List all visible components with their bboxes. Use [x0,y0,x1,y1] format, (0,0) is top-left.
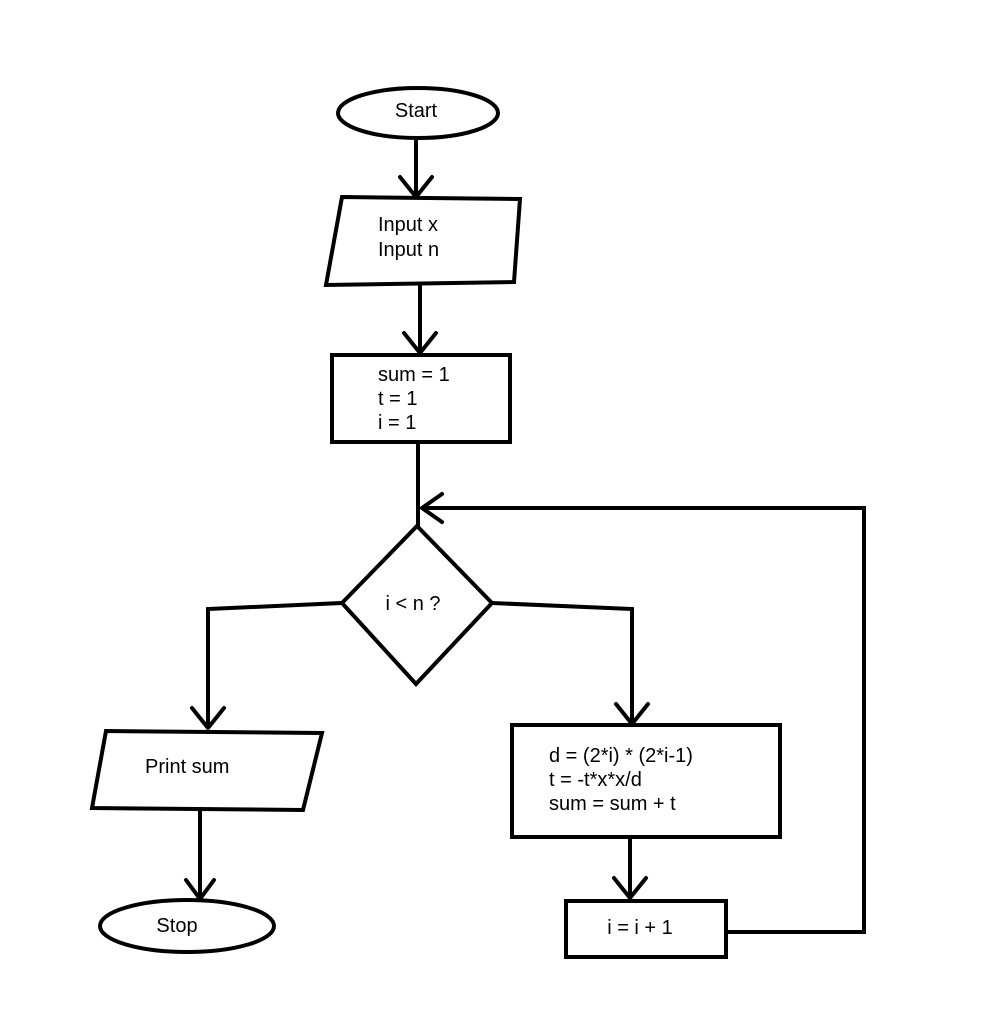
input-parallelogram [323,194,523,288]
start-oval [336,86,500,140]
init-line-t: t = 1 [378,388,417,410]
print-block: Print sum [89,728,325,813]
connector-increment-loop-back [422,506,866,934]
connectors [198,135,866,934]
arrowhead-down-icon [190,706,226,730]
stop-terminal: Stop [98,898,276,954]
compute-line-t: t = -t*x*x/d [549,769,642,791]
start-label: Start [395,100,438,122]
init-process: sum = 1 t = 1 i = 1 [330,353,512,444]
compute-box [510,723,782,839]
decision-label: i < n ? [385,593,440,615]
compute-process: d = (2*i) * (2*i-1) t = -t*x*x/d sum = s… [510,723,782,839]
start-terminal: Start [336,86,500,140]
init-box [330,353,512,444]
increment-label: i = i + 1 [607,917,673,939]
compute-line-sum: sum = sum + t [549,793,676,815]
print-parallelogram [89,728,325,813]
stop-label: Stop [156,915,197,937]
input-block: Input x Input n [323,194,523,288]
compute-line-d: d = (2*i) * (2*i-1) [549,745,693,767]
connector-decision-yes-to-compute [489,600,634,724]
arrowhead-left-icon [420,492,444,524]
input-line-x: Input x [378,214,438,236]
increment-box [564,899,728,959]
init-line-i: i = 1 [378,412,416,434]
decision: i < n ? [339,523,495,687]
print-label: Print sum [145,756,229,778]
stop-oval [98,898,276,954]
init-line-sum: sum = 1 [378,364,450,386]
connector-decision-no-to-print [206,600,345,727]
arrowhead-down-icon [612,876,648,900]
decision-diamond [339,523,495,687]
input-line-n: Input n [378,239,439,261]
increment-process: i = i + 1 [564,899,728,959]
